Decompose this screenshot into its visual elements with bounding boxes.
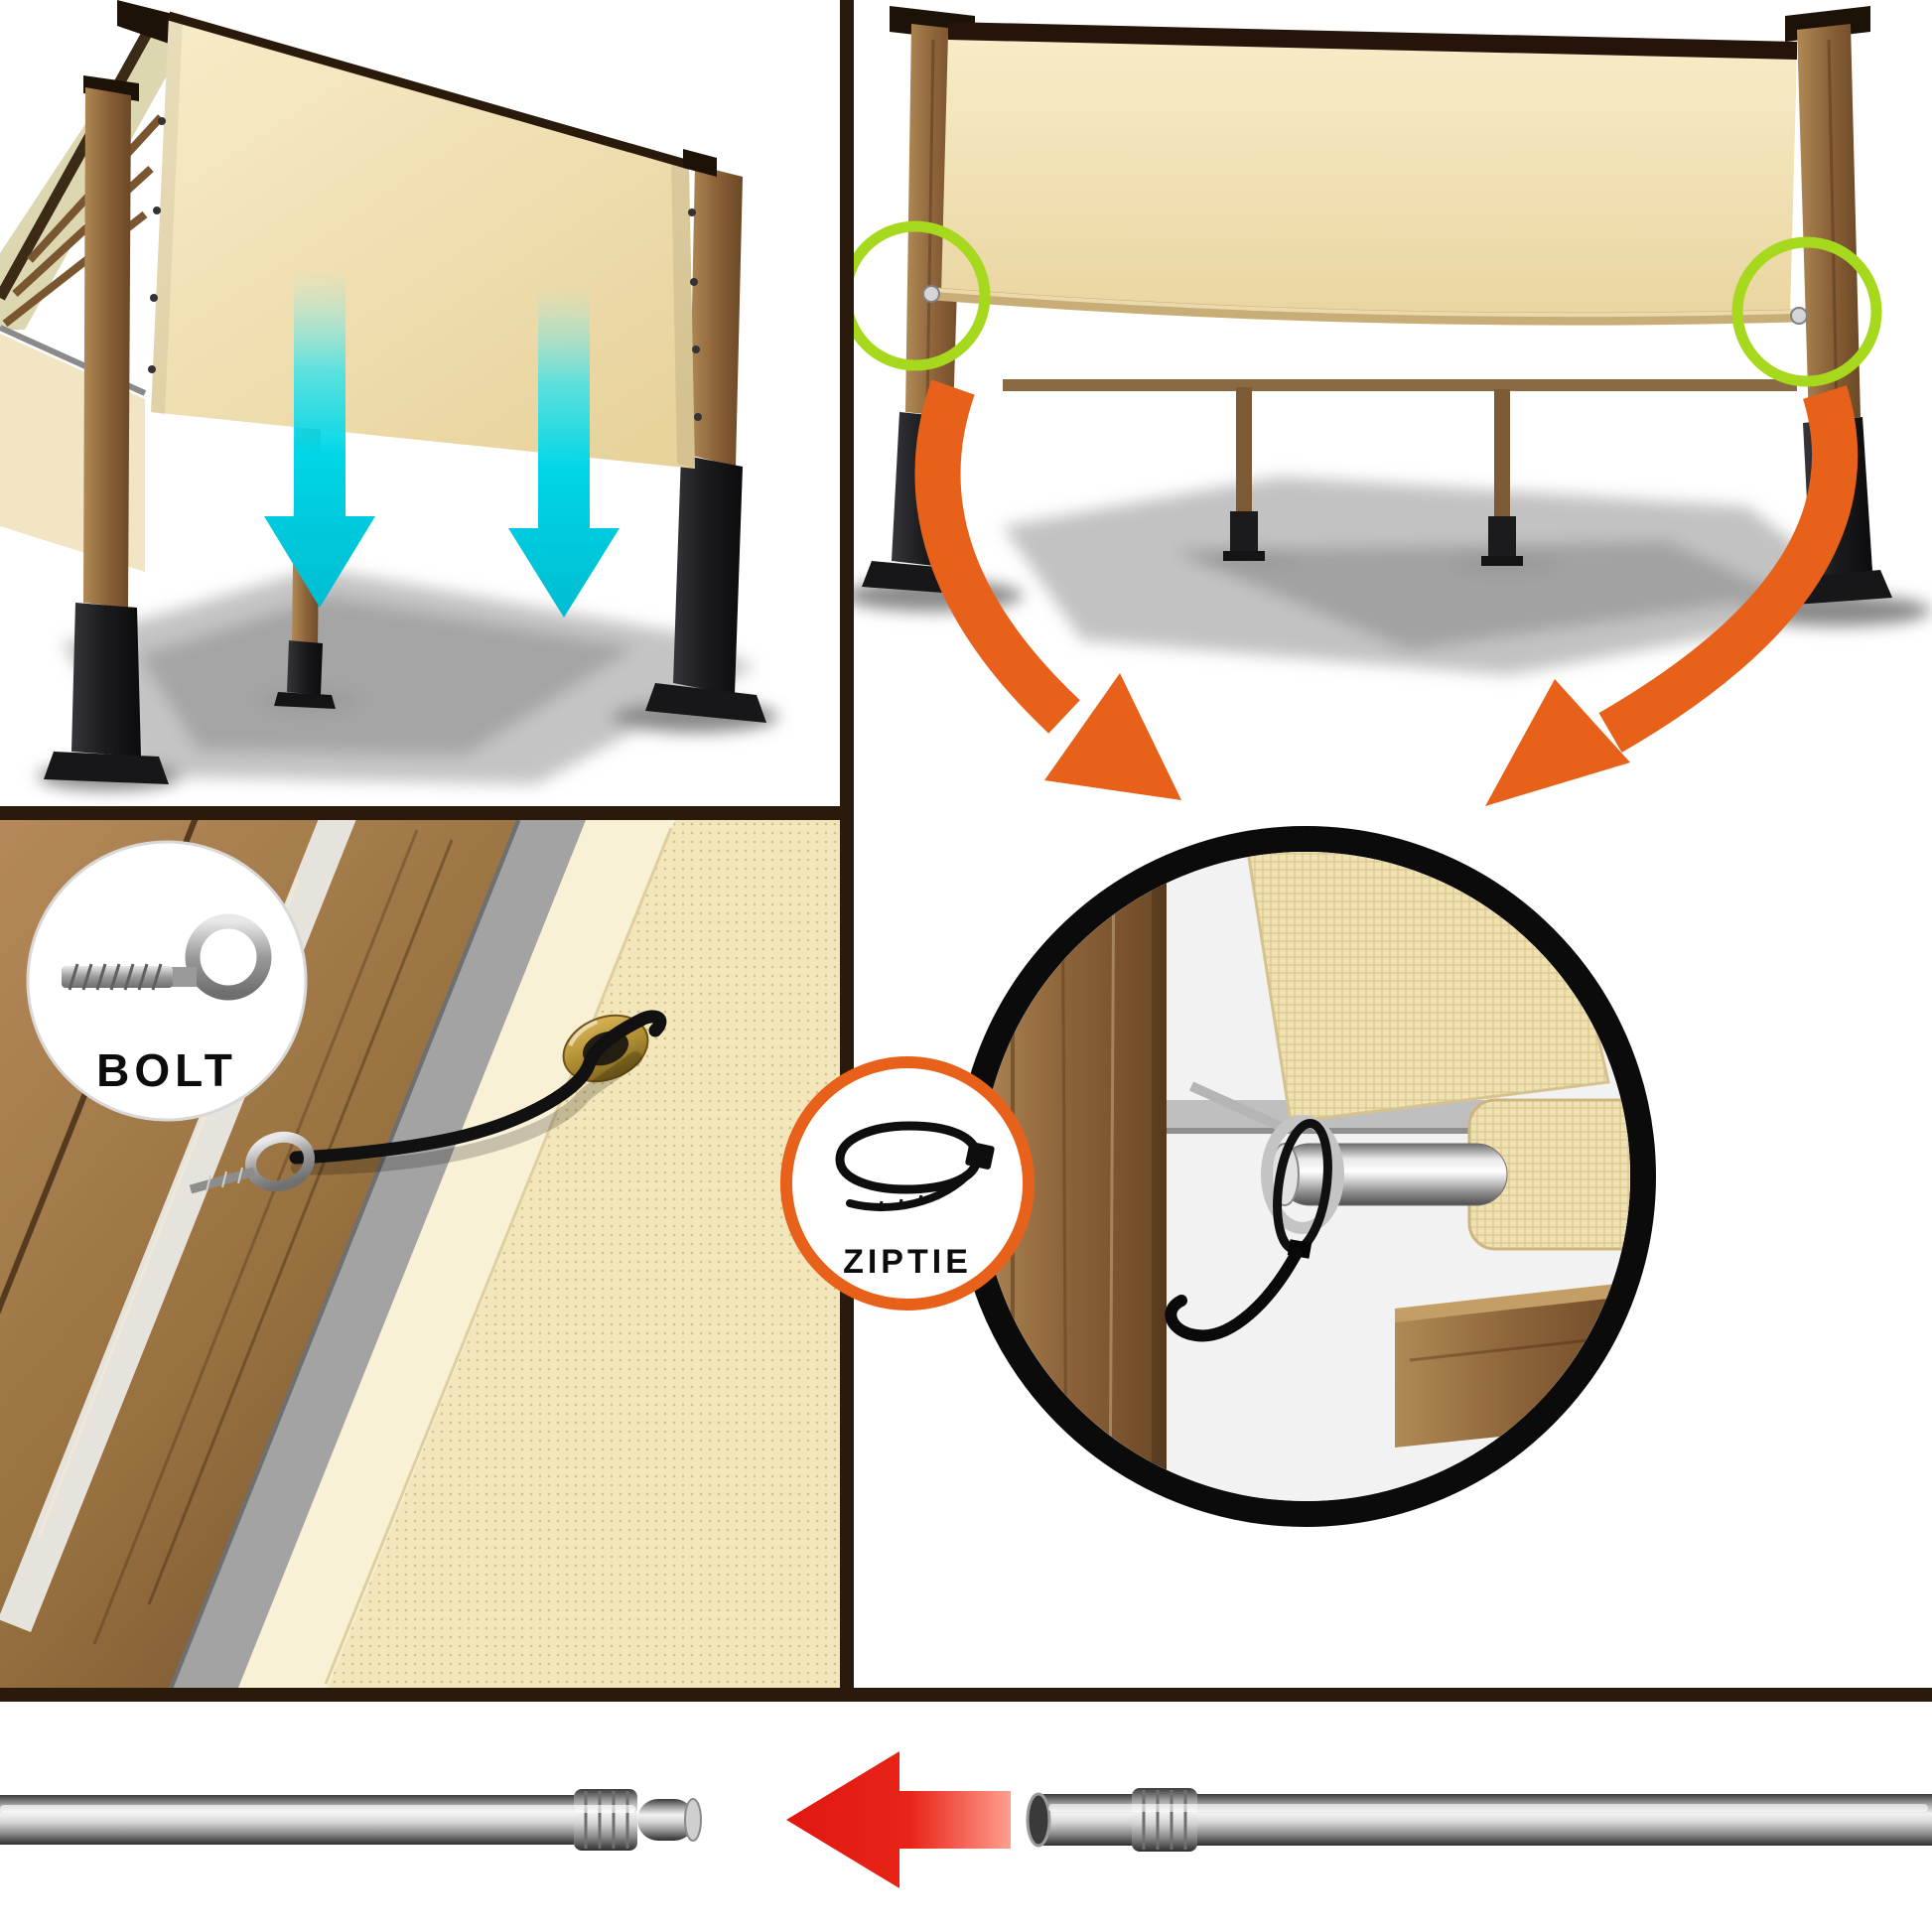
highlight-ring [1731, 236, 1882, 387]
edge-hooks [148, 117, 702, 421]
ziptie-icon: ZIPTIE [835, 1121, 995, 1281]
bolt-closeup-illustration: BOLT [0, 820, 840, 1688]
ziptie-label: ZIPTIE [843, 1243, 972, 1281]
curved-arrow-icon [1485, 385, 1859, 806]
down-arrow-icon [508, 286, 620, 618]
ziptie-badge: ZIPTIE [780, 1056, 1035, 1311]
bolt-label: BOLT [96, 1044, 237, 1096]
corner-bracket [683, 149, 717, 177]
panel-bolt-closeup: BOLT [0, 820, 840, 1688]
ground-shadow [854, 477, 1931, 675]
shade-canvas [922, 22, 1808, 326]
bottom-rod [934, 287, 1796, 326]
panel-rod-assembly [0, 1702, 1932, 1932]
telescoping-rod-right [1026, 1788, 1932, 1852]
ground-shadow [38, 568, 778, 790]
panel-shade-pull-down [0, 0, 840, 806]
curved-arrow-icon [914, 379, 1181, 800]
rod-assembly-illustration [0, 1751, 1932, 1888]
rod-attachment-illustration [854, 6, 1931, 1527]
zoom-inset-circle [955, 826, 1656, 1527]
pergola-post-right [645, 165, 766, 723]
roof-fascia [117, 0, 181, 48]
highlight-ring [854, 220, 991, 371]
eye-bolt [189, 1131, 315, 1194]
insert-arrow-icon [786, 1751, 1011, 1888]
bolt-icon [62, 913, 272, 1001]
down-arrow-icon [264, 270, 375, 608]
closeup-ziptie [1165, 1119, 1332, 1342]
closeup-fabric [1244, 852, 1610, 1124]
fabric-texture [328, 820, 840, 1688]
telescoping-rod-left [0, 1789, 702, 1851]
bolt-badge: BOLT [26, 840, 308, 1122]
pergola-pulldown-illustration [0, 0, 778, 790]
pergola-post-left [44, 75, 169, 784]
shade-canvas [148, 11, 717, 469]
rear-frame [1003, 379, 1797, 566]
panel-rod-attachment [854, 0, 1932, 1688]
hook [289, 1010, 667, 1175]
fabric-hem [238, 820, 675, 1688]
gap-band [169, 820, 586, 1688]
closeup-rod [1278, 1143, 1508, 1206]
